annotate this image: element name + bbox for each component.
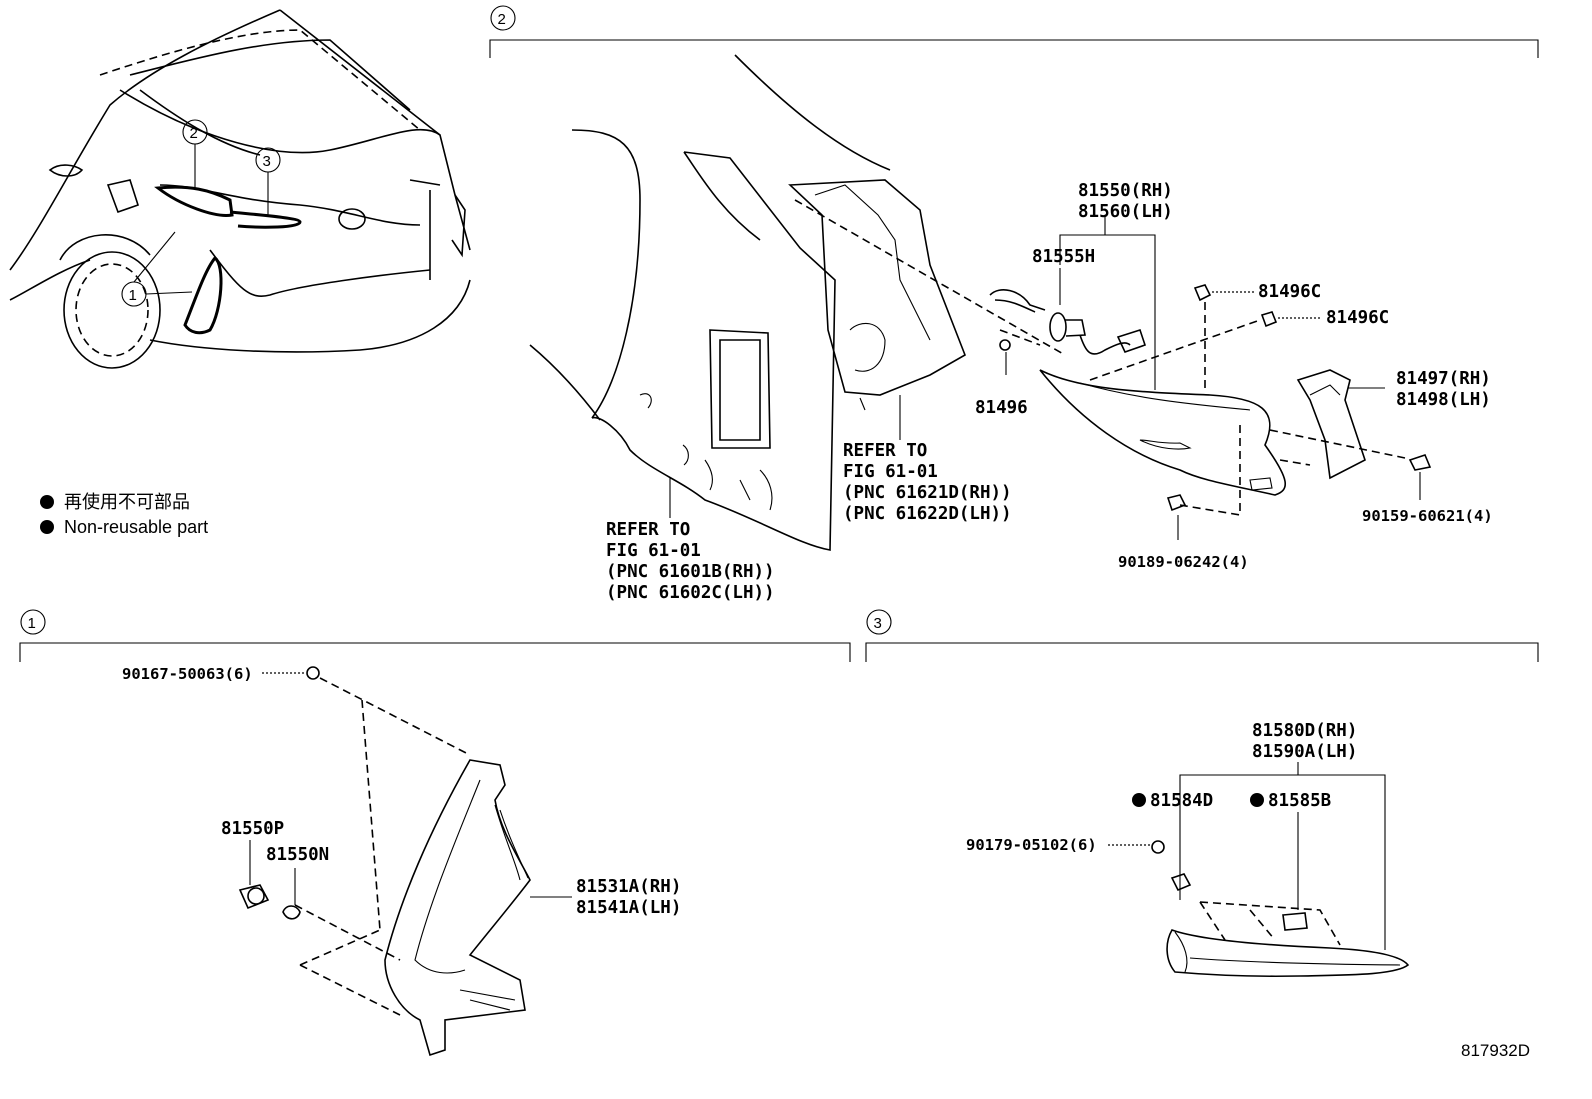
refer-line: REFER TO bbox=[606, 520, 690, 540]
refer-note-inner-panel: REFER TO FIG 61-01 (PNC 61621D(RH)) (PNC… bbox=[843, 441, 1012, 524]
label-81580d-rh: 81580D(RH) bbox=[1252, 721, 1357, 741]
section-1: 1 90167-50063(6) 81550P 81550N 81531A(RH… bbox=[19, 609, 851, 1057]
label-90159-60621: 90159-60621(4) bbox=[1362, 507, 1493, 525]
refer-line: REFER TO bbox=[843, 441, 927, 461]
label-81496c-b: 81496C bbox=[1326, 308, 1389, 328]
label-81497-rh: 81497(RH) bbox=[1396, 369, 1491, 389]
refer-note-body-panel: REFER TO FIG 61-01 (PNC 61601B(RH)) (PNC… bbox=[606, 520, 775, 603]
label-90179-05102: 90179-05102(6) bbox=[966, 836, 1097, 854]
non-reusable-marker-icon bbox=[40, 520, 54, 534]
section-3: 3 81580D(RH) 81590A(LH) 81584D 81585B 90… bbox=[865, 609, 1539, 978]
label-81496: 81496 bbox=[975, 398, 1028, 418]
callout-3-number: 3 bbox=[263, 153, 271, 170]
legend: 再使用不可部品 Non-reusable part bbox=[40, 492, 208, 537]
legend-text-japanese: 再使用不可部品 bbox=[64, 492, 190, 512]
callout-1-number: 1 bbox=[129, 287, 137, 304]
label-90167-50063: 90167-50063(6) bbox=[122, 665, 253, 683]
non-reusable-marker-icon bbox=[40, 495, 54, 509]
label-81590a-lh: 81590A(LH) bbox=[1252, 742, 1357, 762]
refer-line: FIG 61-01 bbox=[606, 541, 701, 561]
label-90189-06242: 90189-06242(4) bbox=[1118, 553, 1249, 571]
label-81550p: 81550P bbox=[221, 819, 284, 839]
vehicle-overview: 2 3 1 bbox=[9, 9, 471, 369]
non-reusable-marker-icon bbox=[1132, 793, 1146, 807]
callout-2-number: 2 bbox=[190, 125, 198, 142]
label-81498-lh: 81498(LH) bbox=[1396, 390, 1491, 410]
label-81555h: 81555H bbox=[1032, 247, 1095, 267]
refer-line: (PNC 61621D(RH)) bbox=[843, 483, 1012, 503]
non-reusable-marker-icon bbox=[1250, 793, 1264, 807]
label-81550n: 81550N bbox=[266, 845, 329, 865]
diagram-reference-id: 817932D bbox=[1461, 1041, 1530, 1060]
section-3-number: 3 bbox=[874, 615, 882, 632]
label-81496c-a: 81496C bbox=[1258, 282, 1321, 302]
refer-line: (PNC 61622D(LH)) bbox=[843, 504, 1012, 524]
refer-line: FIG 61-01 bbox=[843, 462, 938, 482]
refer-line: (PNC 61602C(LH)) bbox=[606, 583, 775, 603]
label-81531a-rh: 81531A(RH) bbox=[576, 877, 681, 897]
label-81541a-lh: 81541A(LH) bbox=[576, 898, 681, 918]
section-1-number: 1 bbox=[28, 615, 36, 632]
section-2: 2 bbox=[489, 5, 1539, 603]
label-81585b: 81585B bbox=[1268, 791, 1331, 811]
label-81550-rh: 81550(RH) bbox=[1078, 181, 1173, 201]
refer-line: (PNC 61601B(RH)) bbox=[606, 562, 775, 582]
label-81560-lh: 81560(LH) bbox=[1078, 202, 1173, 222]
legend-text-english: Non-reusable part bbox=[64, 517, 208, 537]
label-81584d: 81584D bbox=[1150, 791, 1213, 811]
section-2-number: 2 bbox=[498, 11, 506, 28]
